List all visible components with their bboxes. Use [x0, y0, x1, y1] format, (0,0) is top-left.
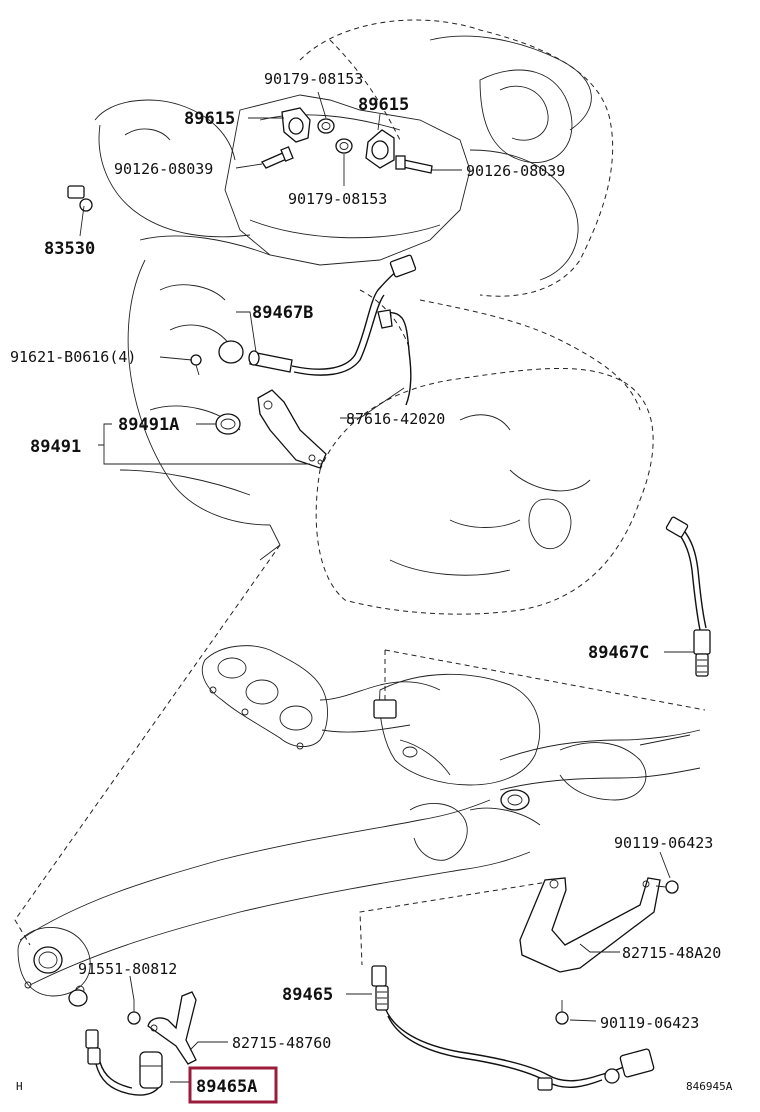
grommet-90179-bottom-drawing	[335, 138, 353, 154]
label-90119-06423-bottom[interactable]: 90119-06423	[600, 1014, 699, 1032]
label-90126-08039-left[interactable]: 90126-08039	[114, 160, 213, 178]
label-90119-06423-top[interactable]: 90119-06423	[614, 834, 713, 852]
grommet-90179-top-drawing	[317, 118, 335, 134]
label-89615-left[interactable]: 89615	[184, 109, 235, 129]
label-87616-42020[interactable]: 87616-42020	[346, 410, 445, 428]
highlight-box-89465A	[188, 1066, 278, 1104]
bracket-89491-drawing	[257, 389, 327, 469]
connector-dashed-converter	[384, 649, 706, 711]
gasket-89491A-drawing	[215, 413, 241, 435]
label-89465[interactable]: 89465	[282, 985, 333, 1005]
connector-dashed-right	[359, 879, 561, 966]
bolt-90119-top-drawing	[655, 880, 679, 894]
bolt-90126-left-drawing	[261, 146, 294, 169]
cam-position-sensor-right-drawing	[365, 129, 395, 169]
label-91551-80812[interactable]: 91551-80812	[78, 960, 177, 978]
label-90126-08039-right[interactable]: 90126-08039	[466, 162, 565, 180]
label-89491A[interactable]: 89491A	[118, 415, 179, 435]
corner-marker: H	[16, 1080, 23, 1093]
oxygen-sensor-89465-drawing	[371, 965, 655, 1091]
exhaust-manifold-drawing	[17, 645, 701, 1007]
label-89467B[interactable]: 89467B	[252, 303, 313, 323]
label-91621-B0616[interactable]: 91621-B0616(4)	[10, 348, 136, 366]
label-89615-right[interactable]: 89615	[358, 95, 409, 115]
bracket-82715-48A20-drawing	[519, 877, 661, 973]
label-89467C[interactable]: 89467C	[588, 643, 649, 663]
cam-position-sensor-left-drawing	[281, 107, 311, 143]
oxygen-sensor-89467B-drawing	[248, 254, 417, 376]
clamp-87616-drawing	[377, 309, 412, 406]
sensor-83530-drawing	[67, 185, 93, 212]
engine-assembly-drawing	[94, 19, 654, 615]
oxygen-sensor-89465A-drawing	[85, 1029, 163, 1096]
label-83530[interactable]: 83530	[44, 239, 95, 259]
bolt-90119-bottom-drawing	[555, 1000, 569, 1025]
label-90179-08153-top[interactable]: 90179-08153	[264, 70, 363, 88]
label-90179-08153-bottom[interactable]: 90179-08153	[288, 190, 387, 208]
label-89491[interactable]: 89491	[30, 437, 81, 457]
label-89465A[interactable]: 89465A	[196, 1077, 257, 1097]
connector-dashed-upper-to-lower	[14, 544, 281, 946]
oxygen-sensor-89467C-drawing	[665, 516, 711, 677]
bolt-91551-drawing	[127, 1000, 141, 1025]
diagram-id: 846945A	[686, 1080, 733, 1093]
bracket-82715-48760-drawing	[147, 991, 197, 1065]
plug-drawing	[218, 340, 244, 364]
bolt-91621-drawing	[190, 354, 202, 376]
label-82715-48A20[interactable]: 82715-48A20	[622, 944, 721, 962]
bolt-90126-right-drawing	[395, 155, 433, 174]
leader-lines	[79, 91, 694, 1083]
label-82715-48760[interactable]: 82715-48760	[232, 1034, 331, 1052]
